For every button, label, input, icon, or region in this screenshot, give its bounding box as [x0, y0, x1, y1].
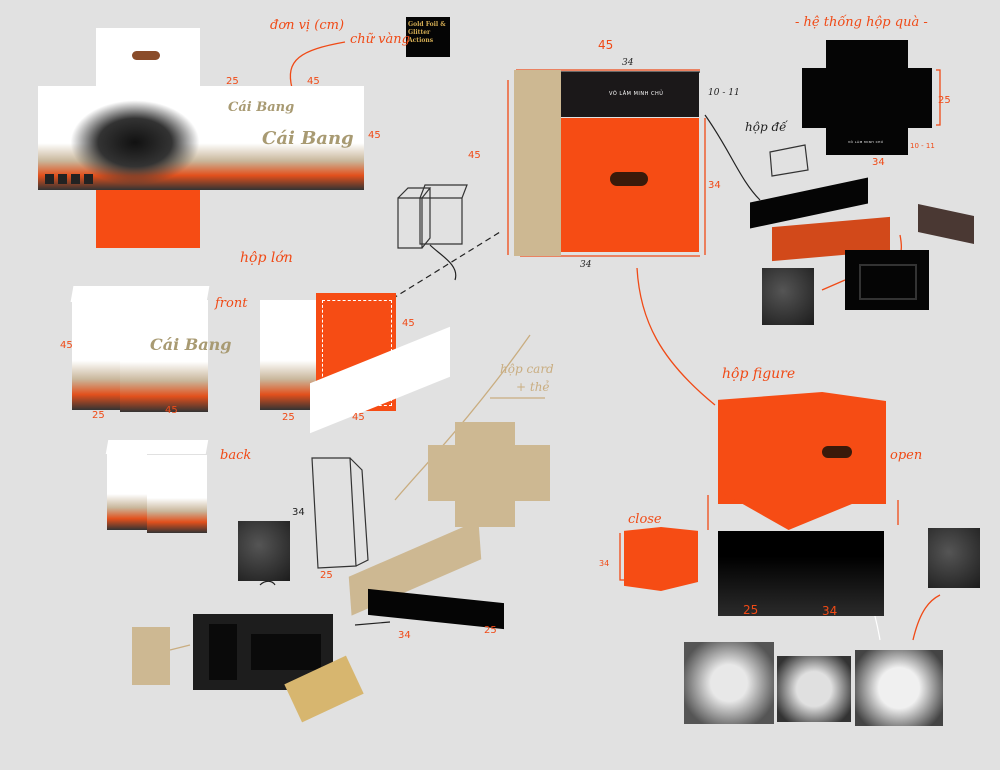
- dim-label: 25: [226, 76, 239, 87]
- arrow-to-figure: [636, 267, 716, 406]
- dim-label: 45: [352, 412, 365, 423]
- note-card-box: hộp card: [500, 362, 554, 376]
- big-box-logo: Cái Bang: [150, 335, 232, 354]
- dim-label: 34: [398, 630, 411, 641]
- gold-foil-thumbnail: Gold Foil & Glitter Actions: [406, 17, 450, 57]
- note-base-box: hộp đế: [745, 120, 787, 134]
- brand-logo-small: Cái Bang: [228, 100, 295, 115]
- foam-figure-photo-3: [855, 650, 943, 726]
- note-back: back: [220, 448, 252, 463]
- center-logo-icon: [610, 172, 648, 186]
- dim-label: 34: [292, 507, 305, 518]
- logo-small-icon: [132, 51, 160, 60]
- card-kraft: [132, 627, 170, 685]
- dim-label: 34: [580, 260, 592, 270]
- page-title: - hệ thống hộp quà -: [795, 15, 928, 30]
- open-box-side: [260, 300, 316, 410]
- foam-figure-photo-2: [777, 656, 851, 722]
- right-net-flaps: [802, 68, 932, 128]
- note-open: open: [890, 448, 923, 463]
- net-bottom-flap: [96, 190, 200, 248]
- big-box-front: [120, 300, 208, 412]
- dim-label: 45: [468, 150, 481, 161]
- foam-block-image: [928, 528, 980, 588]
- packaging-symbols-icon: [45, 174, 95, 184]
- note-card-box-2: + thẻ: [516, 380, 550, 394]
- dim-label: 45: [598, 38, 614, 52]
- big-box-side: [72, 300, 120, 410]
- dim-label: 25: [282, 412, 295, 423]
- dim-label: 10 - 11: [910, 142, 935, 150]
- dim-label: 45: [307, 76, 320, 87]
- center-net-lid: VÕ LÂM MINH CHỦ: [561, 72, 699, 117]
- back-box-top: [105, 440, 209, 454]
- back-box-side: [107, 450, 147, 530]
- arrow-base-box: [704, 114, 761, 201]
- dim-label: 25: [743, 603, 759, 617]
- dim-label: 45: [402, 318, 415, 329]
- note-close: close: [628, 512, 662, 527]
- note-big-box: hộp lớn: [240, 250, 293, 266]
- note-figure-box: hộp figure: [722, 366, 796, 382]
- dim-label: 25: [320, 570, 333, 581]
- sketch-boxes: [311, 144, 809, 569]
- figure-logo-icon: [822, 446, 852, 458]
- dashed-arrow: [357, 231, 501, 321]
- dim-label: 34: [822, 604, 838, 618]
- gold-foil-text: Gold Foil & Glitter Actions: [408, 21, 446, 44]
- card-box-net-cross: [455, 422, 515, 527]
- big-box-top: [70, 286, 210, 302]
- dim-label: 45: [60, 340, 73, 351]
- foam-figure-photo-1: [684, 642, 774, 724]
- dim-label: 34: [872, 157, 885, 168]
- dim-label: 34: [708, 180, 721, 191]
- arrow-figure-foam: [912, 594, 941, 641]
- dim-label: 45: [368, 130, 381, 141]
- lid-title: VÕ LÂM MINH CHỦ: [848, 140, 884, 144]
- note-gold-text: chữ vàng: [350, 32, 410, 47]
- center-net-kraft-side: [514, 70, 561, 256]
- lid-title: VÕ LÂM MINH CHỦ: [609, 91, 664, 97]
- dim-label: 10 - 11: [708, 88, 740, 98]
- brand-logo: Cái Bang: [262, 128, 354, 149]
- dim-label: 34: [622, 58, 634, 68]
- figure-box-closed: [624, 527, 698, 591]
- figure-box-lid: [718, 392, 886, 504]
- dim-label: 34: [599, 559, 610, 568]
- foam-block-image: [238, 521, 290, 581]
- note-front: front: [215, 296, 248, 311]
- foam-block-image: [762, 268, 814, 325]
- dim-label: 45: [165, 405, 178, 416]
- foam-lid-insert: [845, 250, 929, 310]
- note-unit: đơn vị (cm): [270, 18, 345, 33]
- figure-box-base: [718, 531, 884, 616]
- dim-label: 25: [92, 410, 105, 421]
- dim-label: 25: [484, 625, 497, 636]
- arrow-gold-text: [289, 41, 346, 89]
- arrow-card-box: [394, 334, 531, 501]
- warrior-illustration: [70, 100, 200, 185]
- back-box-front: [147, 455, 207, 533]
- dim-label: 25: [938, 95, 951, 106]
